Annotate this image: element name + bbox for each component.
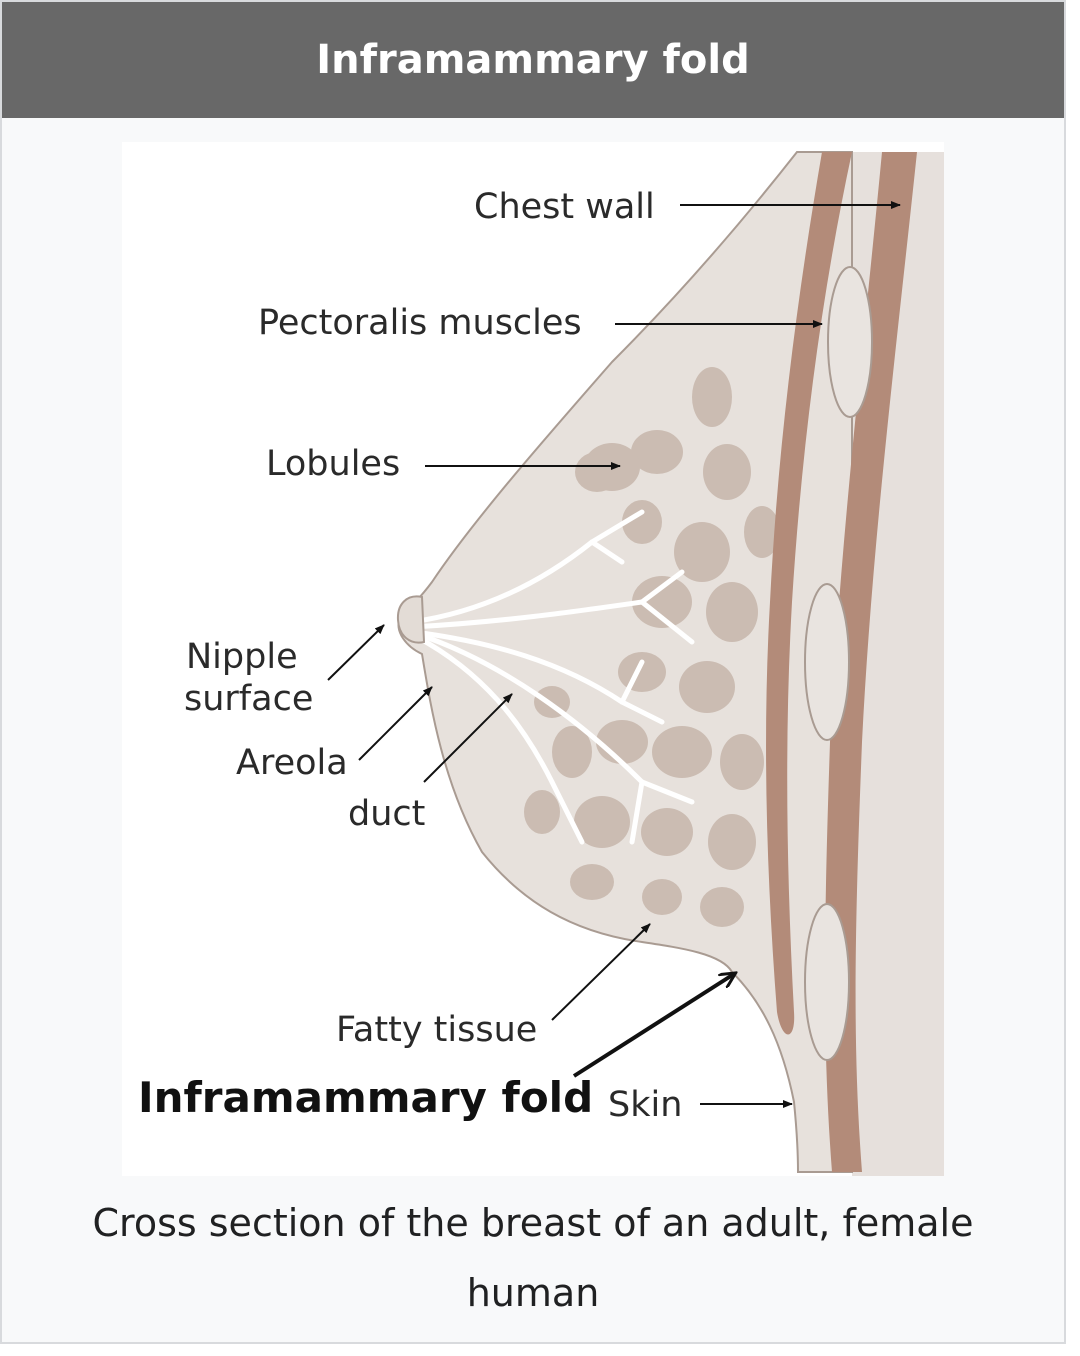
pectoralis-muscle [766,152,852,1035]
ribs-group [804,266,873,1061]
diagram-svg: Chest wall Pectoralis muscles Lobules Ni… [138,151,944,1176]
inframammary-fold-arrow [572,974,734,1078]
label-lobules: Lobules [266,444,400,484]
nipple [396,595,426,644]
breast-cross-section-diagram[interactable]: Chest wall Pectoralis muscles Lobules Ni… [122,142,944,1176]
label-chest-wall: Chest wall [474,187,655,227]
infobox: Inframammary fold [0,0,1066,1344]
label-inframammary-fold: Inframammary fold [138,1073,593,1122]
figure-caption: Cross section of the breast of an adult,… [92,1201,974,1315]
label-skin: Skin [608,1085,682,1125]
chest-wall-muscle [825,152,917,1172]
leader-lines [327,201,901,1108]
label-pectoralis-muscles: Pectoralis muscles [258,303,582,343]
label-areola: Areola [236,743,348,783]
infobox-title: Inframammary fold [2,2,1064,118]
label-nipple: Nipple [186,637,298,677]
ducts-group [409,509,695,845]
label-surface: surface [184,679,313,719]
label-fatty-tissue: Fatty tissue [336,1010,537,1050]
label-duct: duct [348,794,425,834]
